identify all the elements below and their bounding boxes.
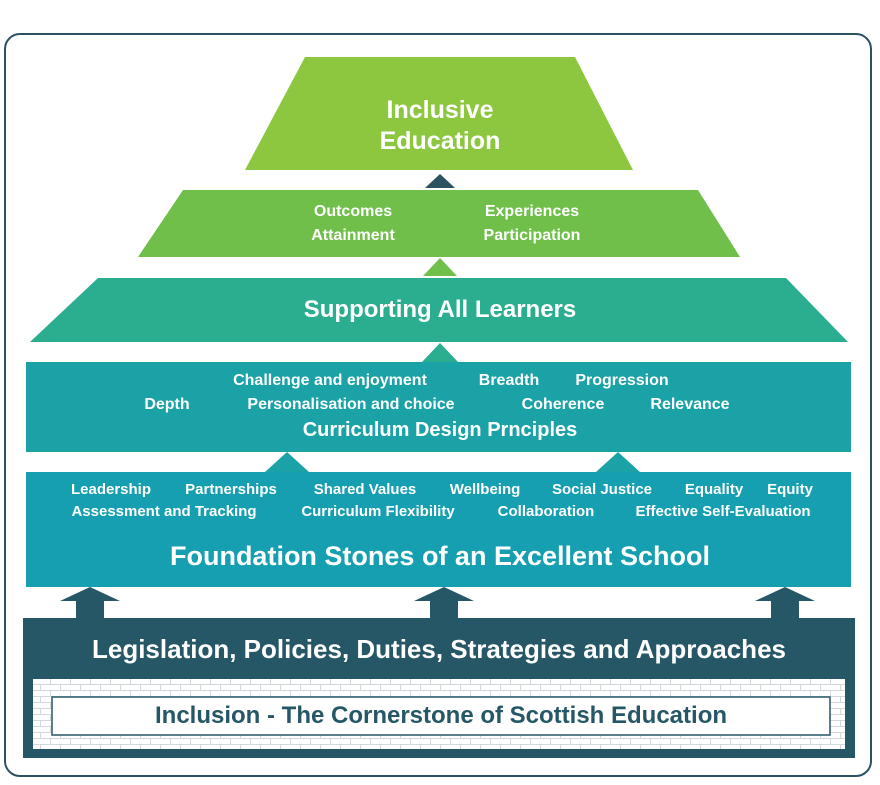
apex-title-line2: Education — [379, 127, 501, 155]
up-arrow-right — [755, 587, 815, 618]
principle-item: Coherence — [521, 396, 605, 413]
outcomes-tier — [138, 190, 740, 257]
foundation-item: Leadership — [70, 481, 152, 498]
cornerstone-title: Inclusion - The Cornerstone of Scottish … — [154, 702, 728, 729]
up-arrow-center — [414, 587, 474, 618]
foundation-item: Collaboration — [497, 503, 595, 520]
foundation-item: Curriculum Flexibility — [301, 503, 455, 520]
cornerstone-panel — [51, 696, 831, 736]
principle-item: Challenge and enjoyment — [233, 372, 427, 389]
foundation-item: Equality — [684, 481, 744, 498]
foundation-item: Equity — [767, 481, 813, 498]
principle-item: Progression — [575, 372, 669, 389]
supporting-title: Supporting All Learners — [303, 296, 577, 323]
foundation-arrow-left — [265, 452, 309, 472]
curriculum-tier — [26, 362, 851, 452]
attainment-label: Attainment — [311, 227, 395, 244]
principle-item: Depth — [144, 396, 190, 413]
foundation-title: Foundation Stones of an Excellent School — [169, 541, 711, 571]
outcomes-label: Outcomes — [313, 203, 393, 220]
legislation-title: Legislation, Policies, Duties, Strategie… — [91, 634, 786, 664]
curriculum-arrow — [422, 343, 458, 362]
foundation-item: Partnerships — [185, 481, 277, 498]
foundation-arrow-right — [596, 452, 640, 472]
foundation-item: Shared Values — [313, 481, 417, 498]
principle-item: Breadth — [478, 372, 540, 389]
principle-item: Relevance — [650, 396, 730, 413]
apex-tier — [245, 57, 633, 170]
up-arrow-left — [60, 587, 120, 618]
participation-label: Participation — [483, 227, 581, 244]
diagram-frame — [4, 33, 872, 777]
supporting-tier — [30, 278, 848, 342]
supporting-arrow — [423, 258, 457, 276]
foundation-item: Wellbeing — [449, 481, 521, 498]
foundation-item: Effective Self-Evaluation — [635, 503, 811, 520]
foundation-item: Assessment and Tracking — [71, 503, 257, 520]
apex-title-line1: Inclusive — [386, 96, 494, 124]
foundation-item: Social Justice — [551, 481, 653, 498]
principle-item: Personalisation and choice — [247, 396, 455, 413]
curriculum-title: Curriculum Design Prnciples — [302, 419, 578, 441]
experiences-label: Experiences — [484, 203, 580, 220]
outcomes-arrow — [425, 174, 455, 188]
foundation-tier — [26, 472, 851, 587]
